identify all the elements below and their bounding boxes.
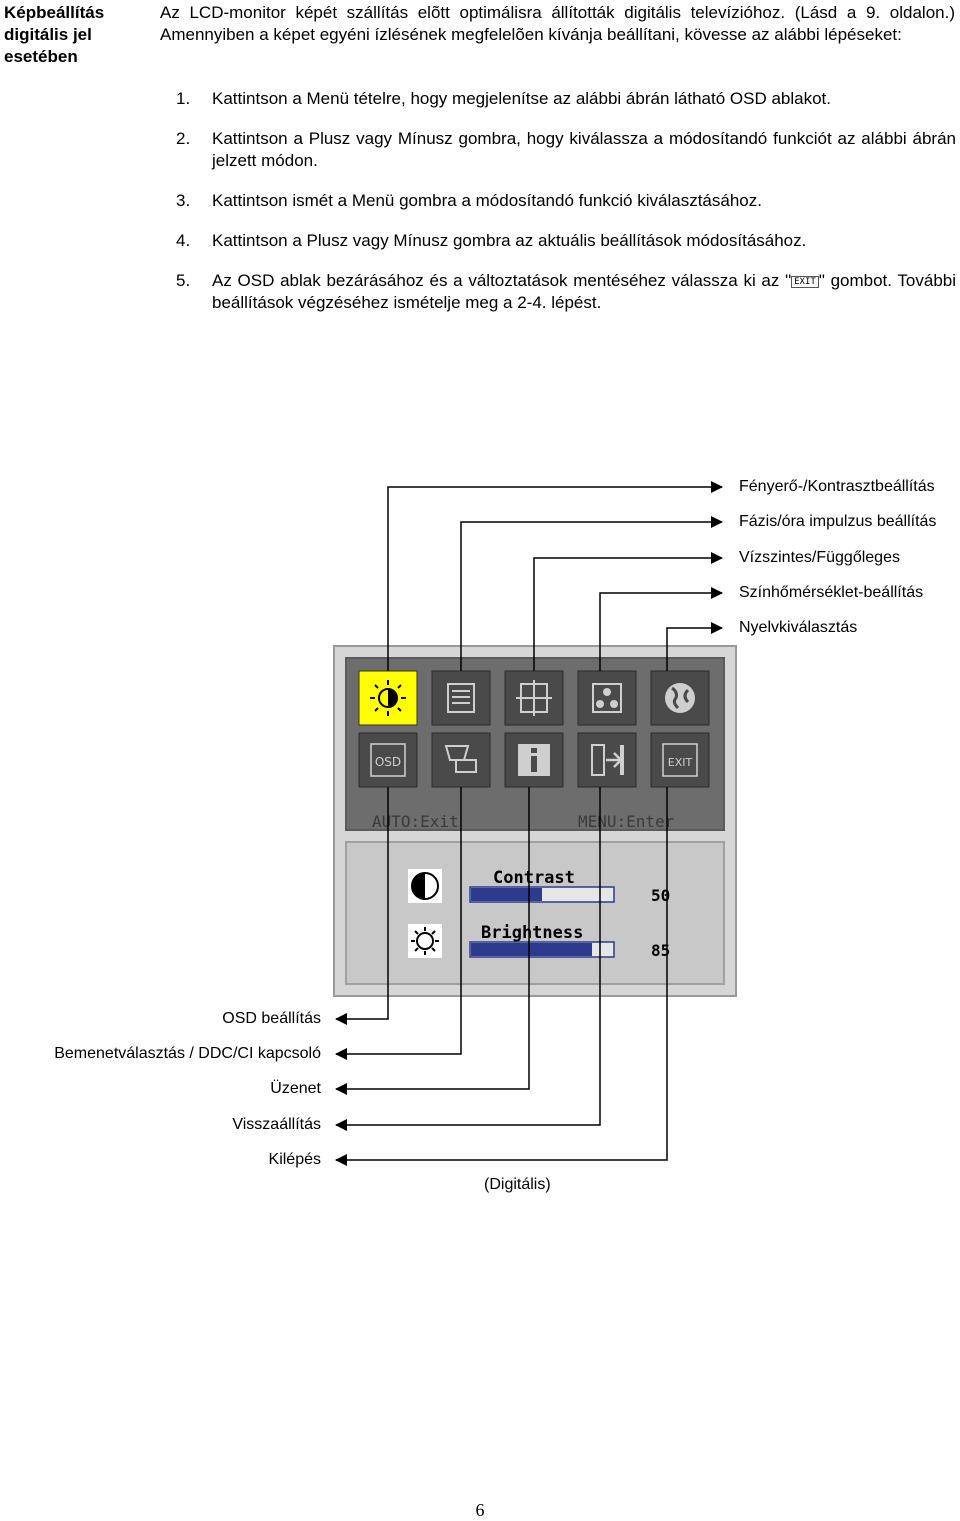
step-item: 3. Kattintson ismét a Menü gombra a módos… — [176, 190, 956, 212]
color-temperature-icon[interactable] — [577, 670, 637, 726]
step-text: Kattintson a Plusz vagy Mínusz gombra az… — [212, 231, 807, 250]
phase-clock-icon[interactable] — [431, 670, 491, 726]
step-text-before: Az OSD ablak bezárásához és a változtatá… — [212, 271, 792, 290]
step-number: 4. — [176, 231, 191, 250]
osd-adjust-panel — [345, 841, 725, 985]
menu-enter-hint: MENU:Enter — [578, 812, 675, 831]
contrast-label: Contrast — [493, 868, 575, 888]
step-number: 3. — [176, 191, 191, 210]
contrast-bar-fill — [471, 888, 542, 901]
label-language: Nyelvkiválasztás — [739, 619, 858, 636]
position-icon[interactable] — [504, 670, 564, 726]
language-icon[interactable] — [650, 670, 710, 726]
brightness-bar-fill — [471, 943, 592, 956]
osd-icon-text: OSD — [375, 755, 401, 769]
step-item: 1. Kattintson a Menü tételre, hogy megjel… — [176, 88, 956, 110]
label-recall: Visszaállítás — [232, 1116, 321, 1133]
exit-icon-text: EXIT — [668, 756, 693, 769]
label-color-temperature: Színhőmérséklet-beállítás — [739, 584, 924, 601]
step-text: Kattintson a Menü tételre, hogy megjelen… — [212, 89, 831, 108]
brightness-icon[interactable] — [358, 670, 418, 726]
exit-button-glyph: EXIT — [791, 275, 819, 288]
osd-settings-icon[interactable]: OSD — [358, 732, 418, 788]
step-number: 5. — [176, 271, 191, 290]
label-position: Vízszintes/Függőleges — [739, 549, 900, 566]
contrast-value: 50 — [651, 886, 670, 905]
page-number: 6 — [475, 1500, 485, 1520]
input-select-icon[interactable] — [431, 732, 491, 788]
step-text-after: " gombot. További beállítások végzéséhez… — [212, 271, 956, 312]
intro-paragraph: Az LCD-monitor képét szállítás elõtt opt… — [160, 3, 955, 44]
label-osd-settings: OSD beállítás — [222, 1010, 321, 1027]
label-input-select: Bemenetválasztás / DDC/CI kapcsoló — [54, 1045, 321, 1062]
label-brightness-contrast: Fényerő-/Kontrasztbeállítás — [739, 478, 935, 495]
step-number: 1. — [176, 89, 191, 108]
recall-icon[interactable] — [577, 732, 637, 788]
step-item: 2. Kattintson a Plusz vagy Mínusz gombra,… — [176, 128, 956, 172]
step-item: 4. Kattintson a Plusz vagy Mínusz gombra … — [176, 230, 956, 252]
digital-caption: (Digitális) — [484, 1176, 551, 1193]
information-icon[interactable] — [504, 732, 564, 788]
brightness-label: Brightness — [481, 923, 583, 943]
contrast-icon — [408, 869, 442, 903]
auto-exit-hint: AUTO:Exit — [372, 812, 459, 831]
brightness-value: 85 — [651, 941, 670, 960]
steps-list: 1. Kattintson a Menü tételre, hogy megjel… — [176, 88, 956, 332]
step-text: Kattintson a Plusz vagy Mínusz gombra, h… — [212, 129, 956, 170]
brightness-small-icon — [408, 924, 442, 958]
label-information: Üzenet — [270, 1080, 321, 1097]
callout-lines-left — [335, 787, 668, 1166]
step-item: 5. Az OSD ablak bezárásához és a változta… — [176, 270, 956, 314]
callout-lines-right — [387, 481, 723, 671]
exit-icon[interactable]: EXIT — [650, 732, 710, 788]
step-text: Kattintson ismét a Menü gombra a módosít… — [212, 191, 762, 210]
step-number: 2. — [176, 129, 191, 148]
label-phase-clock: Fázis/óra impulzus beállítás — [739, 513, 937, 530]
label-exit: Kilépés — [268, 1151, 321, 1168]
section-heading: Képbeállítás digitális jel esetében — [4, 3, 105, 66]
